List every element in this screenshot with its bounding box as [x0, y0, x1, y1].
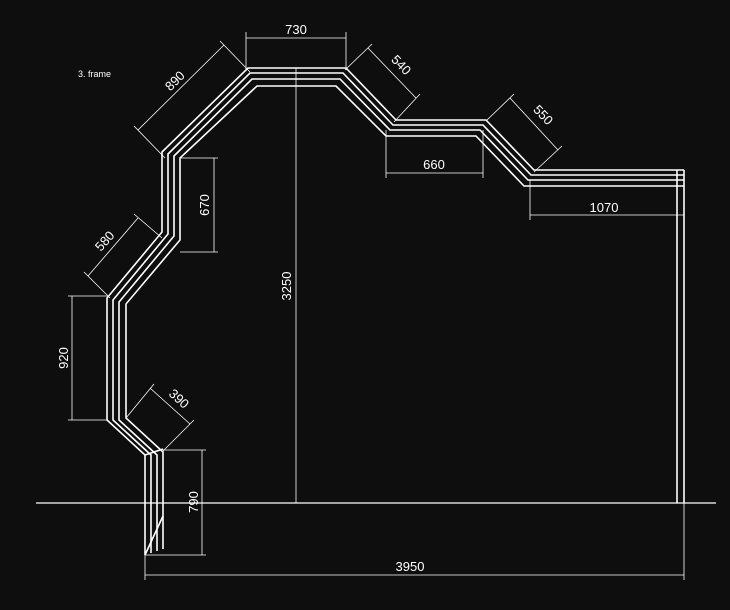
dim-label-540: 540: [388, 52, 414, 78]
drawing-caption: 3. frame: [78, 69, 112, 79]
dim-890-line: [137, 44, 225, 131]
dim-580-ext-upper: [133, 213, 163, 239]
dim-540-ext-lower: [393, 93, 421, 123]
dim-label-890: 890: [162, 68, 188, 94]
frame-middle-edge-1: [112, 72, 684, 553]
frame-leg-foot-edge: [144, 515, 164, 556]
dim-label-3250: 3250: [279, 272, 294, 301]
dim-label-660: 660: [423, 157, 445, 172]
dim-890-ext-lower: [133, 125, 166, 159]
dim-390-ext-upper: [125, 383, 155, 419]
dim-label-670: 670: [197, 194, 212, 216]
dim-890-ext-upper: [219, 40, 251, 73]
dim-label-3950: 3950: [396, 559, 425, 574]
dim-label-790: 790: [186, 491, 201, 513]
frame-outer-edge: [106, 67, 684, 555]
dim-390-ext-lower: [161, 419, 195, 453]
dim-540-ext-upper: [344, 43, 373, 71]
dimension-lines: [68, 32, 685, 580]
dim-550-ext-lower: [533, 145, 563, 173]
dim-label-580: 580: [92, 228, 118, 254]
dim-550-line: [509, 97, 559, 151]
dim-580-ext-lower: [83, 271, 111, 299]
dim-550-ext-upper: [485, 93, 515, 122]
frame-middle-edge-2: [118, 78, 684, 551]
dimension-labels: 730 890 540 660 550 1070 670 580 920 390…: [56, 22, 618, 574]
dim-label-1070: 1070: [590, 200, 619, 215]
dim-540-line: [367, 47, 417, 99]
dim-label-390: 390: [166, 386, 192, 412]
frame-inner-edge: [125, 85, 684, 549]
frame-leg-top-edge: [144, 448, 164, 456]
frame-profile: [106, 67, 685, 556]
dim-580-line: [87, 217, 139, 277]
dim-label-920: 920: [56, 347, 71, 369]
dim-390-line: [149, 387, 191, 425]
dim-label-730: 730: [285, 22, 307, 37]
